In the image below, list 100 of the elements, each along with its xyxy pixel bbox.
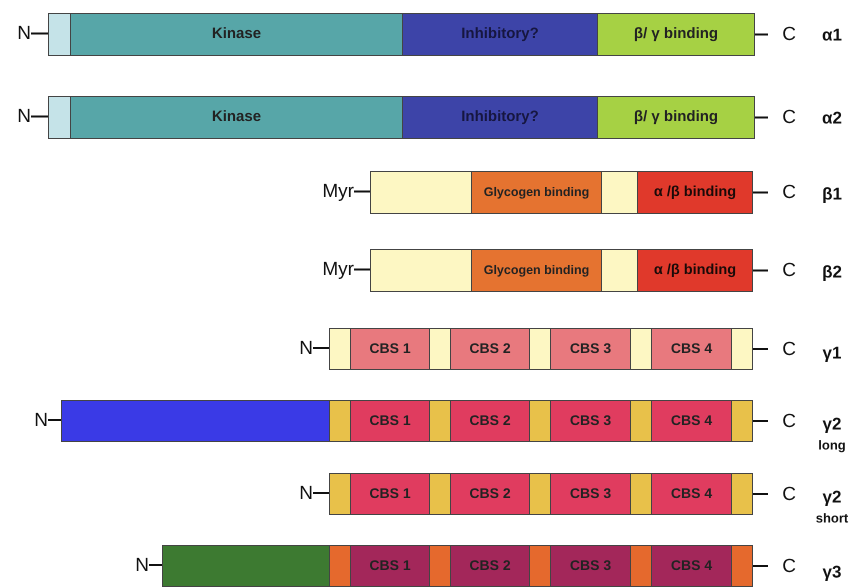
linker-box [630, 473, 652, 515]
isoform-label: α2 [822, 110, 842, 126]
domain-box [651, 328, 732, 370]
domain-name: Kinase [212, 26, 262, 43]
domain-box [550, 328, 631, 370]
domain-box [550, 473, 631, 515]
isoform-label: short [816, 512, 848, 524]
terminus-line [755, 34, 768, 36]
domain-box [350, 328, 430, 370]
linker-box [630, 400, 652, 442]
domain-name: α /β binding [654, 184, 736, 200]
isoform-label: β1 [822, 186, 842, 202]
terminus-label: C [768, 24, 796, 48]
domain-box [651, 545, 732, 587]
domain-box [651, 473, 732, 515]
domain-name: Inhibitory? [461, 26, 539, 43]
terminus-label: N [24, 409, 48, 433]
isoform-label: γ2 [822, 416, 842, 432]
isoform-label: long [818, 438, 846, 452]
domain-name: CBS 4 [670, 558, 712, 574]
isoform-label: γ2 [822, 488, 842, 506]
linker-box [162, 545, 330, 587]
domain-box [350, 473, 430, 515]
domain-box [450, 328, 530, 370]
domain-box [651, 400, 732, 442]
domain-name: CBS 2 [469, 558, 511, 574]
domain-name: CBS 1 [369, 341, 411, 357]
terminus-line [48, 419, 61, 421]
domain-name: CBS 2 [469, 341, 511, 357]
domain-box [550, 545, 631, 587]
domain-name: CBS 4 [670, 413, 712, 429]
terminus-line [753, 493, 768, 495]
terminus-line [31, 116, 48, 118]
terminus-label: Myr [310, 258, 354, 282]
linker-box [329, 328, 351, 370]
terminus-line [313, 347, 329, 349]
terminus-label: N [8, 22, 31, 46]
isoform-label: γ3 [822, 564, 842, 580]
domain-name: CBS 1 [369, 413, 411, 429]
linker-box [529, 473, 551, 515]
terminus-label: C [768, 483, 796, 507]
domain-name: α /β binding [654, 262, 736, 278]
terminus-line [31, 32, 48, 34]
domain-box [70, 13, 403, 56]
domain-name: CBS 4 [670, 486, 712, 502]
terminus-label: N [124, 554, 149, 578]
domain-name: CBS 2 [469, 486, 511, 502]
terminus-label: C [768, 555, 796, 579]
domain-box [550, 400, 631, 442]
linker-box [429, 328, 451, 370]
domain-box [597, 13, 755, 56]
domain-box [637, 249, 753, 292]
terminus-label: N [286, 482, 313, 506]
terminus-label: Myr [310, 180, 354, 204]
linker-box [731, 400, 753, 442]
linker-box [429, 400, 451, 442]
terminus-label: C [768, 106, 796, 130]
domain-box [471, 249, 602, 292]
domain-name: CBS 3 [570, 341, 612, 357]
linker-box [601, 171, 638, 214]
linker-box [529, 545, 551, 587]
domain-name: β/ γ binding [634, 26, 718, 43]
linker-box [370, 249, 472, 292]
terminus-line [753, 348, 768, 350]
linker-box [61, 400, 330, 442]
terminus-line [753, 420, 768, 422]
terminus-line [753, 192, 768, 194]
domain-name: CBS 3 [570, 413, 612, 429]
linker-box [329, 545, 351, 587]
domain-box [597, 96, 755, 139]
domain-box [471, 171, 602, 214]
terminus-label: C [768, 410, 796, 434]
terminus-line [149, 564, 162, 566]
isoform-label: β2 [822, 264, 842, 280]
domain-name: β/ γ binding [634, 109, 718, 126]
linker-box [529, 328, 551, 370]
isoform-label: γ1 [822, 344, 842, 362]
linker-box [731, 473, 753, 515]
terminus-label: C [768, 182, 796, 206]
domain-name: CBS 4 [670, 341, 712, 357]
terminus-label: N [8, 106, 31, 130]
linker-box [529, 400, 551, 442]
linker-box [601, 249, 638, 292]
isoform-label: α1 [822, 26, 842, 44]
linker-box [630, 328, 652, 370]
linker-box [731, 545, 753, 587]
terminus-line [753, 270, 768, 272]
domain-box [637, 171, 753, 214]
domain-box [450, 545, 530, 587]
linker-box [731, 328, 753, 370]
linker-box [329, 400, 351, 442]
domain-name: CBS 3 [570, 486, 612, 502]
domain-name: CBS 1 [369, 486, 411, 502]
domain-name: Inhibitory? [461, 109, 539, 126]
domain-name: Glycogen binding [484, 186, 590, 200]
domain-name: Kinase [212, 109, 262, 126]
linker-box [329, 473, 351, 515]
domain-box [70, 96, 403, 139]
terminus-line [753, 565, 768, 567]
domain-box [450, 400, 530, 442]
